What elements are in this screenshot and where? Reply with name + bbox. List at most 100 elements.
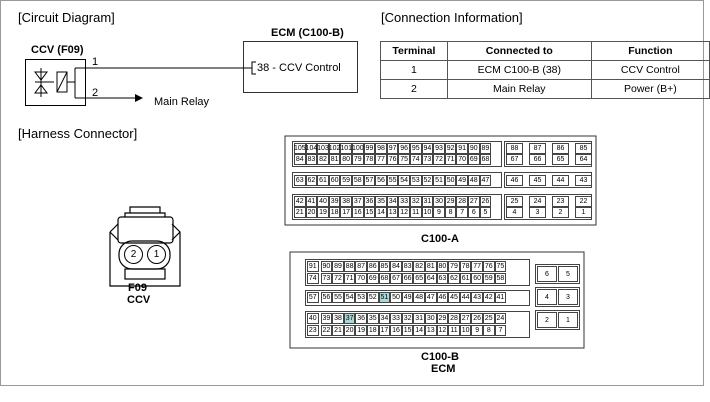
terminal-cell: 2 <box>552 207 569 218</box>
ccv-pin: 2 <box>124 245 143 264</box>
terminal-cell: 76 <box>386 154 399 165</box>
terminal-cell: 64 <box>575 154 592 165</box>
terminal-cell: 1 <box>575 207 592 218</box>
terminal-cell: 70 <box>456 154 468 165</box>
terminal-cell: 74 <box>307 273 319 284</box>
terminal-cell: 77 <box>471 261 483 272</box>
terminal-cell: 18 <box>367 325 379 336</box>
terminal-cell: 38 <box>340 196 352 207</box>
terminal-cell: 14 <box>413 325 425 336</box>
terminal-cell: 8 <box>444 207 457 218</box>
terminal-cell: 10 <box>459 325 472 336</box>
terminal-block <box>305 290 530 306</box>
terminal-cell: 93 <box>433 143 445 154</box>
terminal-cell: 26 <box>471 313 483 324</box>
c100a-label: C100-A <box>421 233 459 245</box>
terminal-cell: 26 <box>479 196 492 207</box>
terminal-cell: 20 <box>343 325 356 336</box>
terminal-cell: 47 <box>425 292 437 303</box>
terminal-cell: 79 <box>448 261 460 272</box>
terminal-block <box>535 264 580 284</box>
terminal-cell: 100 <box>351 143 364 154</box>
terminal-cell: 25 <box>483 313 495 324</box>
ccv-connector-body <box>109 206 181 287</box>
terminal-cell: 19 <box>355 325 367 336</box>
terminal-cell: 73 <box>320 273 333 284</box>
terminal-cell: 53 <box>355 292 367 303</box>
terminal-cell: 27 <box>459 313 472 324</box>
terminal-cell: 66 <box>529 154 546 165</box>
terminal-cell: 12 <box>398 207 410 218</box>
terminal-cell: 68 <box>378 273 391 284</box>
terminal-cell: 32 <box>410 196 422 207</box>
terminal-cell: 24 <box>529 196 546 207</box>
terminal-cell: 80 <box>340 154 352 165</box>
terminal-cell: 65 <box>552 154 569 165</box>
terminal-cell: 5 <box>479 207 492 218</box>
terminal-cell: 57 <box>307 292 319 303</box>
circuit-diagram-heading: [Circuit Diagram] <box>18 10 115 25</box>
terminal-cell: 104 <box>305 143 318 154</box>
terminal-cell: 63 <box>436 273 449 284</box>
terminal-cell: 61 <box>459 273 472 284</box>
terminal-cell: 94 <box>421 143 434 154</box>
terminal-cell: 36 <box>363 196 376 207</box>
table-row: 2 Main Relay Power (B+) <box>380 79 710 99</box>
terminal-cell: 42 <box>294 196 306 207</box>
terminal-cell: 45 <box>448 292 460 303</box>
header-connected-to: Connected to <box>446 41 592 61</box>
terminal-cell: 97 <box>386 143 399 154</box>
ecm-title: ECM (C100-B) <box>271 27 344 39</box>
terminal-cell: 43 <box>471 292 483 303</box>
terminal-cell: 76 <box>483 261 495 272</box>
terminal-cell: 41 <box>494 292 507 303</box>
terminal-cell: 9 <box>433 207 445 218</box>
c100b-label: C100-B <box>421 351 459 363</box>
terminal-cell: 37 <box>352 196 364 207</box>
terminal-cell: 54 <box>343 292 356 303</box>
terminal-block <box>535 310 580 330</box>
terminal-cell: 48 <box>468 175 480 186</box>
terminal-cell: 56 <box>375 175 387 186</box>
terminal-cell: 67 <box>506 154 523 165</box>
terminal-cell: 50 <box>444 175 457 186</box>
terminal-cell: 40 <box>317 196 329 207</box>
terminal-cell: 70 <box>355 273 367 284</box>
terminal-cell: 99 <box>363 143 376 154</box>
terminal-cell: 59 <box>340 175 352 186</box>
valve-icon <box>34 67 84 99</box>
terminal-cell: 33 <box>390 313 402 324</box>
terminal-cell: 101 <box>340 143 353 154</box>
cell-terminal: 1 <box>380 60 448 80</box>
terminal-cell: 49 <box>456 175 468 186</box>
terminal-cell: 53 <box>410 175 422 186</box>
terminal-cell: 39 <box>328 196 341 207</box>
terminal-cell: 83 <box>401 261 414 272</box>
terminal-cell: 42 <box>483 292 495 303</box>
terminal-cell: 58 <box>494 273 507 284</box>
terminal-cell: 87 <box>355 261 367 272</box>
terminal-cell: 92 <box>444 143 457 154</box>
terminal-cell: 103 <box>317 143 329 154</box>
harness-connector-heading: [Harness Connector] <box>18 126 138 141</box>
terminal-cell: 75 <box>398 154 410 165</box>
terminal-cell: 17 <box>378 325 391 336</box>
terminal-cell: 65 <box>413 273 425 284</box>
terminal-cell: 12 <box>436 325 449 336</box>
ecm-box <box>243 41 358 93</box>
terminal-cell: 73 <box>421 154 434 165</box>
terminal-cell: 1 <box>558 312 578 328</box>
terminal-cell: 58 <box>352 175 364 186</box>
terminal-cell: 82 <box>413 261 425 272</box>
terminal-cell: 27 <box>468 196 480 207</box>
terminal-cell: 83 <box>305 154 318 165</box>
terminal-block <box>535 287 580 307</box>
terminal-cell: 38 <box>332 313 344 324</box>
terminal-cell: 102 <box>328 143 341 154</box>
ccv-box <box>25 59 86 106</box>
terminal-cell: 63 <box>294 175 306 186</box>
terminal-cell: 24 <box>494 313 507 324</box>
terminal-cell: 69 <box>367 273 379 284</box>
terminal-cell: 87 <box>529 143 546 154</box>
terminal-cell: 23 <box>307 325 319 336</box>
